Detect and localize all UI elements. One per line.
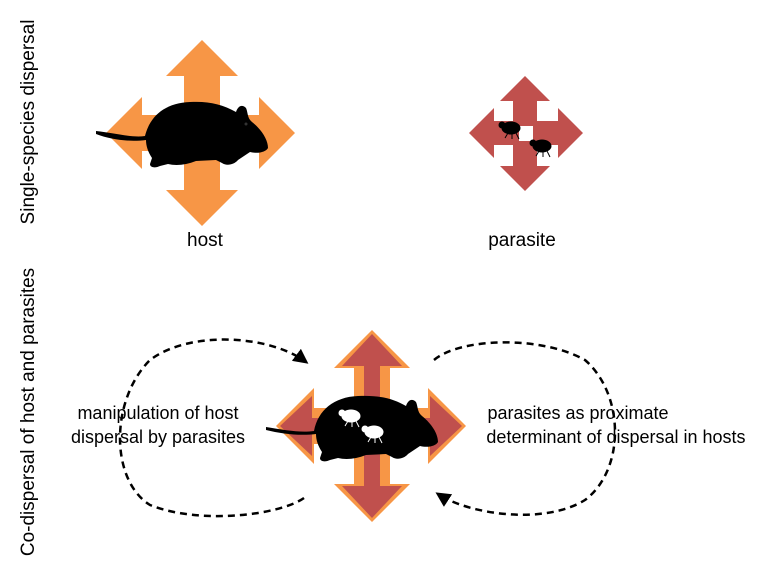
- side-label-co-dispersal: Co-dispersal of host and parasites: [18, 268, 39, 556]
- rodent-silhouette-icon: [96, 101, 268, 168]
- proximate-determinant-label-line2: determinant of dispersal in hosts: [486, 427, 745, 447]
- host-label: host: [187, 230, 224, 251]
- flea-icon: [338, 409, 361, 428]
- parasite-label: parasite: [488, 230, 556, 251]
- flea-icon: [529, 139, 552, 158]
- parasite-dispersal-arrows: [469, 76, 583, 191]
- right-dashed-cycle-arrow: [433, 341, 617, 516]
- manipulation-label-line1: manipulation of host: [77, 403, 238, 423]
- manipulation-label-line2: dispersal by parasites: [71, 427, 245, 447]
- proximate-determinant-label-line1: parasites as proximate: [487, 403, 668, 423]
- rodent-silhouette-icon: [266, 395, 438, 462]
- flea-icon: [361, 425, 384, 444]
- side-label-single-species: Single-species dispersal: [18, 20, 39, 225]
- flea-icon: [498, 121, 521, 140]
- left-dashed-cycle-arrow: [118, 338, 309, 518]
